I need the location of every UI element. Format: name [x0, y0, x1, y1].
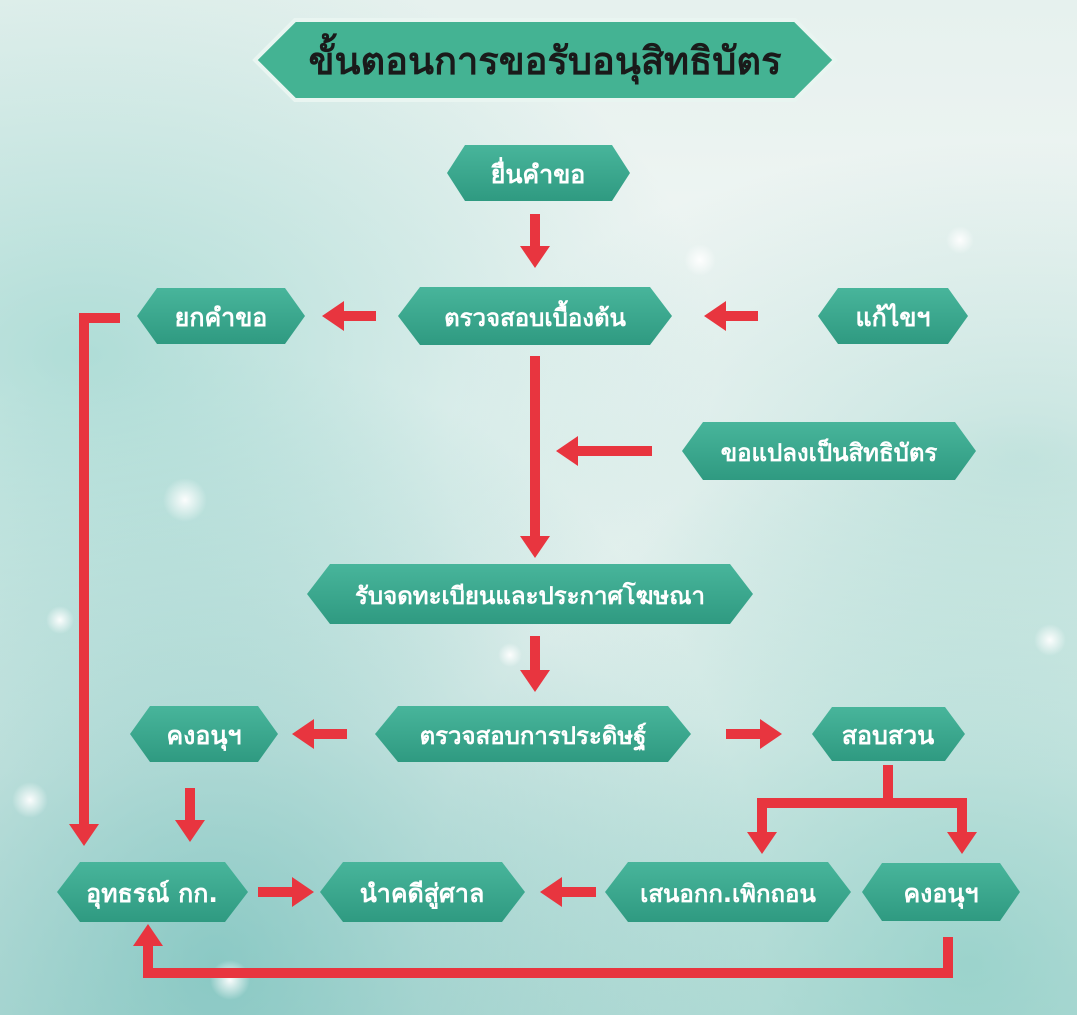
arrow-examine-to-investigate — [726, 719, 782, 749]
node-register-announce: รับจดทะเบียนและประกาศโฆษณา — [307, 564, 753, 624]
arrow-reject-line-to-appeal — [69, 810, 99, 846]
node-appeal-label: อุทธรณ์ กก. — [86, 879, 218, 910]
arrow-fix-to-check — [704, 301, 758, 331]
node-register-announce-label: รับจดทะเบียนและประกาศโฆษณา — [355, 581, 705, 610]
arrow-investigate-to-keep-right — [947, 800, 977, 854]
node-reject-label: ยกคำขอ — [175, 303, 268, 332]
node-appeal: อุทธรณ์ กก. — [57, 862, 248, 922]
node-court-label: นำคดีสู่ศาล — [360, 879, 485, 910]
arrow-appeal-to-court — [258, 877, 314, 907]
nodes: ยื่นคำขอ ตรวจสอบเบื้องต้น ยกคำขอ แก้ไขฯ … — [57, 145, 1020, 922]
title-banner: ขั้นตอนการขอรับอนุสิทธิบัตร — [252, 18, 838, 102]
arrow-check-to-register — [520, 356, 550, 558]
connector-lines — [79, 313, 967, 978]
connector-keep-right-to-appeal — [143, 937, 953, 978]
node-keep-left-label: คงอนุฯ — [166, 721, 241, 752]
node-fix: แก้ไขฯ — [818, 288, 968, 344]
arrow-keep-left-to-appeal — [175, 788, 205, 842]
node-investigate-label: สอบสวน — [842, 721, 935, 750]
arrow-submit-to-check — [520, 214, 550, 268]
arrow-register-to-examine — [520, 636, 550, 692]
arrow-examine-to-keep-left — [292, 719, 347, 749]
node-preliminary-check-label: ตรวจสอบเบื้องต้น — [444, 299, 626, 332]
node-keep-right-label: คงอนุฯ — [903, 879, 978, 910]
node-reject: ยกคำขอ — [137, 288, 305, 344]
node-court: นำคดีสู่ศาล — [320, 862, 525, 922]
node-keep-right: คงอนุฯ — [862, 863, 1020, 921]
page-title: ขั้นตอนการขอรับอนุสิทธิบัตร — [309, 33, 783, 85]
node-convert-patent-label: ขอแปลงเป็นสิทธิบัตร — [721, 438, 938, 467]
node-preliminary-check: ตรวจสอบเบื้องต้น — [398, 287, 672, 345]
arrow-investigate-to-propose — [747, 800, 777, 854]
node-fix-label: แก้ไขฯ — [856, 302, 931, 332]
node-keep-left: คงอนุฯ — [130, 706, 278, 762]
connector-reject-to-appeal — [79, 313, 120, 820]
node-submit: ยื่นคำขอ — [447, 145, 630, 201]
arrow-propose-to-court — [540, 877, 596, 907]
node-submit-label: ยื่นคำขอ — [490, 157, 585, 189]
node-investigate: สอบสวน — [812, 707, 965, 761]
node-propose-revoke-label: เสนอกก.เพิกถอน — [640, 880, 816, 908]
node-propose-revoke: เสนอกก.เพิกถอน — [605, 862, 851, 922]
node-convert-patent: ขอแปลงเป็นสิทธิบัตร — [682, 422, 976, 480]
node-examine-invention: ตรวจสอบการประดิษฐ์ — [375, 706, 691, 762]
arrow-return-to-appeal — [133, 924, 163, 965]
arrows — [69, 214, 977, 965]
arrow-convert-to-main — [556, 436, 652, 466]
node-examine-invention-label: ตรวจสอบการประดิษฐ์ — [420, 722, 647, 752]
arrow-check-to-reject — [322, 301, 376, 331]
